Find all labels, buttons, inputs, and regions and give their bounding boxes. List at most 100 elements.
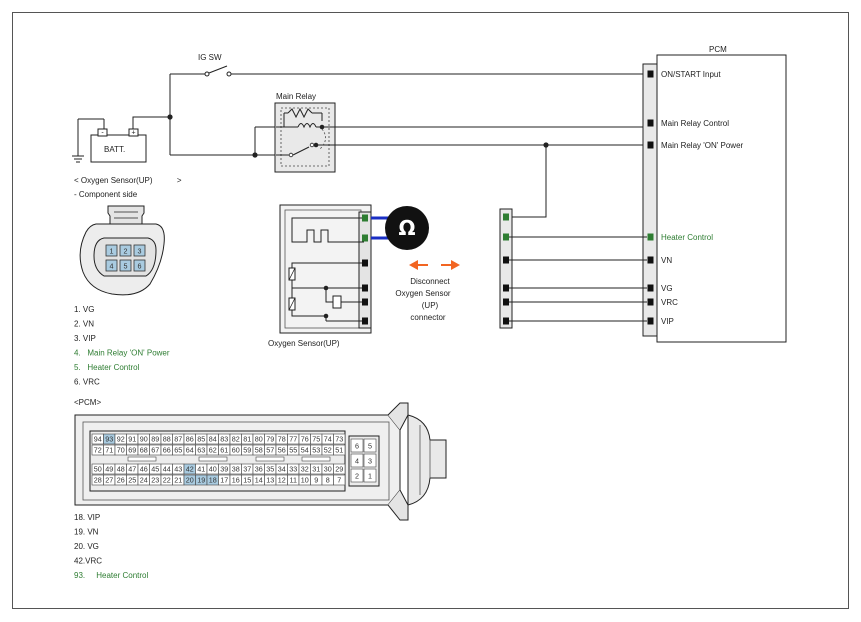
pin-legend-item: 42.VRC — [74, 557, 102, 566]
pcm-terminal — [647, 317, 654, 325]
pcm-connector-pin-number: 60 — [232, 446, 240, 455]
main-relay: Main Relay — [274, 92, 336, 173]
pcm-connector-pin-number: 47 — [128, 465, 136, 474]
pcm-connector-pin-number: 51 — [335, 446, 343, 455]
component-side-label: - Component side — [74, 190, 138, 199]
sensor-connector-pin — [133, 259, 146, 272]
oxygen-sensor-label: Oxygen Sensor(UP) — [268, 339, 340, 348]
pcm-pin-label: ON/START Input — [661, 70, 721, 79]
pcm-connector-pin-number: 89 — [151, 435, 159, 444]
pcm-pin-label: VRC — [661, 298, 678, 307]
sensor-connector-pin-number: 4 — [110, 262, 114, 271]
pcm-terminal — [647, 70, 654, 78]
disconnect-line-2: Oxygen Sensor — [395, 289, 450, 298]
pcm-connector-pin — [333, 474, 346, 486]
pcm-connector-pin-number: 66 — [163, 446, 171, 455]
ohm-icon: Ω — [398, 216, 415, 240]
pcm-connector-pin-number: 61 — [220, 446, 228, 455]
pcm-connector-pin-number: 76 — [301, 435, 309, 444]
oxygen-sensor-title: < Oxygen Sensor(UP) > — [74, 176, 182, 185]
sensor-connector-pin — [105, 244, 118, 257]
pcm-connector-pin — [350, 438, 364, 453]
pcm-connector-pin-number: 91 — [128, 435, 136, 444]
disconnect-arrows-icon — [409, 260, 460, 270]
pcm-connector-pin-number: 55 — [289, 446, 297, 455]
sensor-terminal — [362, 234, 368, 242]
pcm-connector-pin-number: 12 — [278, 476, 286, 485]
pcm-connector-pin-number: 80 — [255, 435, 263, 444]
pcm-connector-pin-number: 45 — [151, 465, 159, 474]
pcm-connector-pin — [333, 463, 346, 475]
pcm-connector-pin-number: 8 — [326, 476, 330, 485]
connector-key — [255, 456, 285, 462]
pin-legend-item: 93. Heater Control — [74, 571, 148, 580]
sensor-terminal — [362, 259, 368, 267]
pin-legend-item: 5. Heater Control — [74, 363, 140, 372]
pcm-connector-pin-number: 7 — [337, 476, 341, 485]
pcm-connector-title: <PCM> — [74, 398, 101, 407]
pcm-connector-pin-number: 33 — [289, 465, 297, 474]
sensor-connector-pin-number: 3 — [138, 247, 142, 256]
pcm-pin-label: VG — [661, 284, 673, 293]
pcm-connector-pin-number: 6 — [355, 442, 359, 451]
pcm-connector-pin-number: 90 — [140, 435, 148, 444]
pcm-connector-pin-number: 30 — [324, 465, 332, 474]
pcm-connector-pin-number: 64 — [186, 446, 194, 455]
pcm-connector-pin-number: 58 — [255, 446, 263, 455]
sensor-connector-pin-number: 6 — [138, 262, 142, 271]
pcm-pin-label: VN — [661, 256, 672, 265]
battery-label: BATT. — [104, 145, 125, 154]
pcm-connector-pin-number: 25 — [128, 476, 136, 485]
pcm-connector-pin-number: 54 — [301, 446, 309, 455]
pcm-connector-pin-number: 26 — [117, 476, 125, 485]
sensor-connector-pin — [133, 244, 146, 257]
sensor-connector-pin — [119, 244, 132, 257]
pcm-connector-pin-number: 93 — [105, 435, 113, 444]
pcm-connector-pin-number: 81 — [243, 435, 251, 444]
pcm-connector-pin-number: 3 — [368, 457, 372, 466]
disconnect-line-4: connector — [410, 313, 445, 322]
pcm-connector-pin-number: 68 — [140, 446, 148, 455]
pcm-connector-pin-number: 14 — [255, 476, 263, 485]
pcm-label: PCM — [709, 45, 727, 54]
pcm-connector-pin-number: 73 — [335, 435, 343, 444]
pcm-connector-pin-number: 57 — [266, 446, 274, 455]
pcm-connector-pin-number: 29 — [335, 465, 343, 474]
connector-key — [301, 456, 331, 462]
pcm-connector-pin-number: 46 — [140, 465, 148, 474]
ig-switch-label: IG SW — [198, 53, 222, 62]
main-relay-label: Main Relay — [276, 92, 316, 101]
oxygen-sensor-schematic — [279, 204, 372, 334]
battery-feed-wire — [132, 116, 170, 129]
pcm-terminal — [647, 284, 654, 292]
pcm-connector-pin-number: 71 — [105, 446, 113, 455]
pcm-connector-pin-number: 21 — [174, 476, 182, 485]
pcm-pin-label: VIP — [661, 317, 674, 326]
sensor-connector-pin-number: 1 — [110, 247, 114, 256]
pcm-connector-pin-number: 53 — [312, 446, 320, 455]
intermediate-terminal — [503, 256, 509, 264]
pcm-connector-pin-number: 24 — [140, 476, 148, 485]
pcm-pin-label: Heater Control — [661, 233, 713, 242]
pcm-connector-pin — [333, 444, 346, 456]
pcm-connector-pin-number: 31 — [312, 465, 320, 474]
pcm-connector-pin-number: 13 — [266, 476, 274, 485]
disconnect-line-1: Disconnect — [410, 277, 450, 286]
intermediate-connector — [499, 208, 513, 329]
pcm-terminal — [647, 119, 654, 127]
pcm-connector-pin — [363, 468, 377, 483]
pcm-connector-pin-number: 87 — [174, 435, 182, 444]
pcm-connector-pin-number: 75 — [312, 435, 320, 444]
sensor-terminal — [362, 284, 368, 292]
intermediate-terminal — [503, 298, 509, 306]
pcm-connector-pin-number: 22 — [163, 476, 171, 485]
pin-legend-item: 4. Main Relay 'ON' Power — [74, 349, 170, 358]
ig-switch: IG SW — [170, 53, 650, 77]
battery: - + BATT. — [72, 118, 147, 163]
sensor-terminal — [362, 298, 368, 306]
pcm-connector-pin-number: 2 — [355, 472, 359, 481]
sensor-connector-pin-number: 2 — [124, 247, 128, 256]
